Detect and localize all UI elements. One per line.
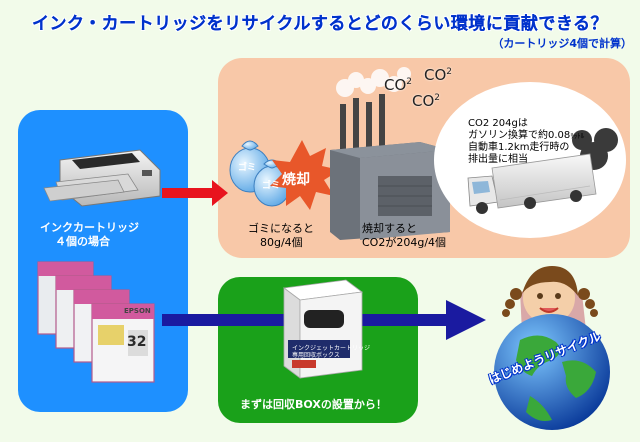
co2-note-line2: ガソリン換算で約0.08ﾘｯﾄﾙ [468,130,585,141]
earth-icon [494,314,610,430]
red-arrow [162,180,228,206]
co2-note-line3: 自動車1.2km走行時の [468,142,570,153]
gomi-label-2: ゴミ [262,181,281,191]
co2-cloud-2: CO2 [424,66,453,84]
recycle-box-label: インクジェットカートリッジ 専用回収ボックス [292,345,371,359]
truck-icon [467,153,597,214]
co2-cloud-3: CO2 [412,92,441,110]
burn-text-line1: 焼却すると [362,222,417,235]
burn-label: 焼却 [282,172,310,188]
printer-icon [43,149,161,207]
burn-text-line2: CO2が204g/4個 [362,236,447,249]
co2-cloud-1: CO2 [384,76,413,94]
cartridge-brand: EPSON [124,307,151,315]
gomi-label-1: ゴミ [238,163,257,173]
co2-note: CO2 204gは ガソリン換算で約0.08ﾘｯﾄﾙ 自動車1.2km走行時の … [468,118,584,166]
page-subtitle: （カートリッジ4個で計算） [492,37,632,50]
cartridge-label-line1: インクカートリッジ [40,221,139,234]
cartridge-number: 32 [127,334,147,350]
recycle-box-icon [282,279,364,379]
page-title: インク・カートリッジをリサイクルするとどのくらい環境に貢献できる？ [32,14,608,34]
waste-text-line2: 80g/4個 [260,236,303,249]
smoke-icon [336,67,411,97]
co2-note-line4: 排出量に相当 [468,154,528,165]
factory-icon [330,94,450,240]
co2-note-line1: CO2 204gは [468,118,528,129]
cartridge-stack [37,261,155,383]
waste-text-line1: ゴミになると [248,222,314,235]
cartridge-label-line2: ４個の場合 [55,235,110,248]
burn-burst [270,140,340,210]
recycle-caption: まずは回収BOXの設置から！ [240,398,387,411]
